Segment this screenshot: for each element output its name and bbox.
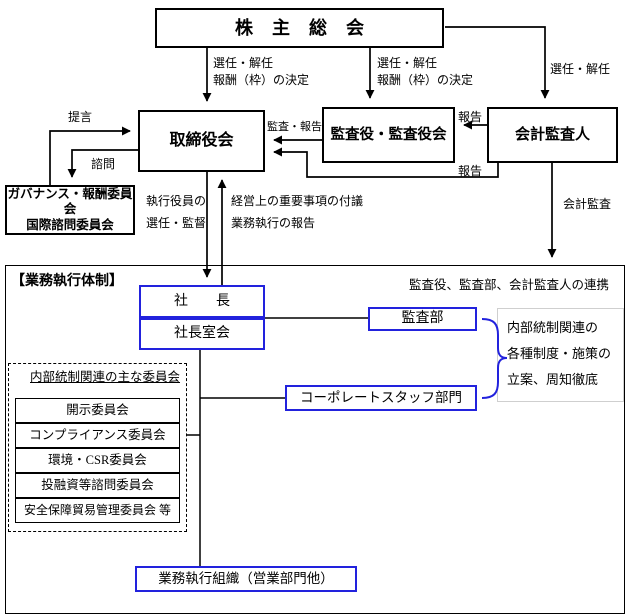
internal-control-note-line3: 立案、周知徹底 [507, 372, 599, 387]
committee-item-security-trade: 安全保障貿易管理委員会 等 [15, 498, 180, 523]
label-management-referral-line1: 経営上の重要事項の付議 [231, 194, 364, 208]
label-elect-dismiss-2: 選任・解任 [377, 56, 438, 70]
label-report-top: 報告 [458, 110, 483, 124]
label-compensation-1: 報酬（枠）の決定 [213, 73, 310, 87]
auditors-box: 監査役・監査役会 [322, 107, 455, 163]
internal-control-note: 内部統制関連の 各種制度・施策の 立案、周知徹底 [497, 308, 624, 402]
governance-committee-line2: 国際諮問委員会 [26, 217, 114, 232]
business-execution-org-box: 業務執行組織（営業部門他） [135, 566, 357, 592]
label-elect-dismiss-3: 選任・解任 [550, 62, 611, 76]
committee-item-investment: 投融資等諮問委員会 [15, 473, 180, 498]
execution-framework-label: 【業務執行体制】 [11, 272, 123, 288]
shareholders-meeting-box: 株 主 総 会 [155, 8, 444, 48]
committee-item-disclosure: 開示委員会 [15, 398, 180, 423]
board-of-directors-box: 取締役会 [138, 110, 265, 172]
execution-framework-frame [5, 265, 625, 614]
label-officer-appointment-line2: 選任・監督 [146, 216, 207, 230]
label-consultation: 諮問 [91, 157, 116, 171]
label-audit-report: 監査・報告 [267, 121, 322, 133]
edge-committee-board-proposal [49, 126, 131, 185]
internal-control-note-line1: 内部統制関連の [507, 320, 599, 335]
label-elect-dismiss-1: 選任・解任 [213, 56, 274, 70]
label-compensation-2: 報酬（枠）の決定 [377, 73, 474, 87]
governance-committee-line1: ガバナンス・報酬委員会 [7, 186, 133, 217]
president-office-box: 社長室会 [139, 318, 265, 350]
label-report-bottom: 報告 [458, 164, 483, 178]
president-box: 社 長 [139, 285, 265, 318]
corporate-staff-box: コーポレートスタッフ部門 [285, 385, 477, 411]
governance-committee-box: ガバナンス・報酬委員会 国際諮問委員会 [5, 185, 135, 235]
committee-item-env-csr: 環境・CSR委員会 [15, 448, 180, 473]
accounting-auditor-box: 会計監査人 [487, 107, 618, 163]
label-officer-appointment-line1: 執行役員の [146, 194, 207, 208]
committee-item-compliance: コンプライアンス委員会 [15, 423, 180, 448]
internal-control-note-line2: 各種制度・施策の [507, 346, 612, 361]
internal-control-committees-title: 内部統制関連の主な委員会 [30, 370, 181, 384]
cooperation-note: 監査役、監査部、会計監査人の連携 [409, 278, 610, 292]
audit-department-box: 監査部 [368, 307, 477, 331]
label-accounting-audit: 会計監査 [563, 197, 612, 211]
label-proposal: 提言 [68, 110, 93, 124]
label-management-referral-line2: 業務執行の報告 [231, 216, 316, 230]
